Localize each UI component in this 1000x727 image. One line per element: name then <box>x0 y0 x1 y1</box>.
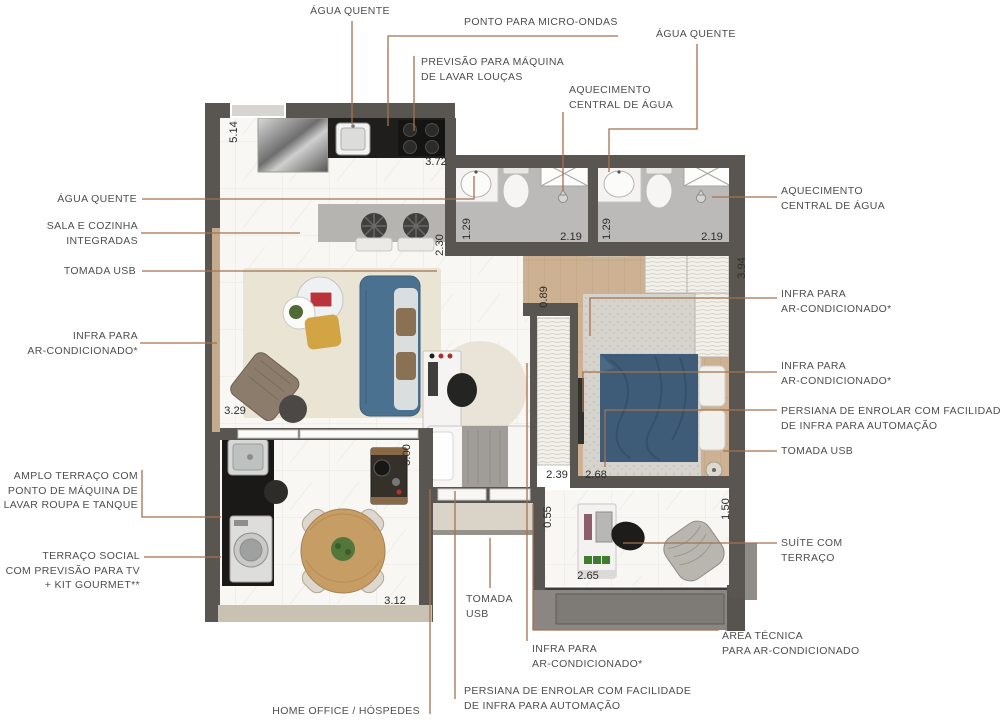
label-tomada-usb-right: TOMADA USB <box>781 445 854 457</box>
label-infra-ac-left: INFRA PARA AR-CONDICIONADO* <box>27 330 138 357</box>
label-previsao-lava-loucas: PREVISÃO PARA MÁQUINA DE LAVAR LOUÇAS <box>421 56 565 83</box>
dimension: 0.55 <box>542 506 554 528</box>
label-sala-cozinha: SALA E COZINHA INTEGRADAS <box>46 220 138 247</box>
laundry-tank-icon <box>227 438 269 476</box>
dimension: 0.89 <box>538 286 550 308</box>
dimension: 2.68 <box>585 469 607 481</box>
label-tomada-usb-bottom: TOMADA USB <box>466 593 513 620</box>
label-aquecimento-central-right: AQUECIMENTO CENTRAL DE ÁGUA <box>781 185 886 212</box>
sliding-door-icon <box>299 429 419 439</box>
tv-panel-icon <box>577 378 584 444</box>
kitchen-island-icon <box>318 204 448 252</box>
label-terraco-social: TERRAÇO SOCIAL COM PREVISÃO PARA TV + KI… <box>5 550 140 591</box>
gourmet-cabinet-icon <box>370 447 408 505</box>
ottoman-icon <box>304 314 342 350</box>
dimension: 5.14 <box>228 121 240 143</box>
suite-terrace <box>545 503 728 591</box>
leader-lines <box>140 21 777 714</box>
label-aquecimento-central-top: AQUECIMENTO CENTRAL DE ÁGUA <box>569 84 674 111</box>
label-agua-quente-top: ÁGUA QUENTE <box>310 5 390 17</box>
label-tomada-usb-left: TOMADA USB <box>63 265 136 277</box>
shower-head-icon <box>558 189 568 203</box>
lounge-chair-icon <box>663 520 725 582</box>
label-ponto-micro-ondas: PONTO PARA MICRO-ONDAS <box>464 16 618 28</box>
office-chair-icon <box>447 373 477 407</box>
sliding-door-icon <box>237 429 299 439</box>
dimension: 2.65 <box>577 570 599 582</box>
dimension: 1.29 <box>461 218 473 240</box>
label-infra-ac-right-2: INFRA PARA AR-CONDICIONADO* <box>781 360 892 387</box>
dimension: 3.12 <box>384 595 406 607</box>
home-office-room <box>422 350 532 489</box>
kitchen-sink-icon <box>335 122 371 156</box>
terrace <box>222 434 408 594</box>
technical-area <box>533 543 757 631</box>
dimension: 1.29 <box>601 218 613 240</box>
side-table-icon <box>279 395 307 423</box>
toilet-icon <box>502 164 530 209</box>
dimensions: 5.14 3.72 2.30 1.29 2.19 1.29 2.19 3.94 … <box>224 121 748 607</box>
dimension: 3.00 <box>401 444 413 466</box>
label-agua-quente-left: ÁGUA QUENTE <box>57 193 137 205</box>
closet-icon <box>536 317 571 466</box>
dining-set-icon <box>300 508 386 594</box>
books-icon <box>309 291 333 308</box>
sofa-icon <box>359 275 421 417</box>
shower-head-icon <box>696 189 706 203</box>
dimension: 2.19 <box>701 231 723 243</box>
desk-icon <box>422 350 462 432</box>
kitchen <box>257 117 450 252</box>
dimension: 3.29 <box>224 405 246 417</box>
dimension: 2.39 <box>546 469 568 481</box>
power-outlet-icon <box>705 461 723 479</box>
label-home-office: HOME OFFICE / HÓSPEDES <box>272 705 420 717</box>
openings <box>230 103 531 501</box>
desk-icon <box>577 503 617 579</box>
window-icon <box>230 103 286 118</box>
label-amplo-terraco: AMPLO TERRAÇO COM PONTO DE MÁQUINA DE LA… <box>3 470 138 511</box>
glossy-cabinet-icon <box>257 117 329 173</box>
dimension: 2.30 <box>434 234 446 256</box>
label-infra-ac-bottom: INFRA PARA AR-CONDICIONADO* <box>532 643 643 670</box>
plant-icon <box>331 537 355 561</box>
daybed-icon <box>426 425 532 489</box>
cooktop-icon <box>398 120 446 156</box>
roller-blind-icon <box>489 488 531 501</box>
dimension: 2.19 <box>560 231 582 243</box>
dimension: 3.94 <box>736 257 748 279</box>
label-infra-ac-right-1: INFRA PARA AR-CONDICIONADO* <box>781 288 892 315</box>
pot-icon <box>264 480 288 504</box>
label-persiana-bottom: PERSIANA DE ENROLAR COM FACILIDADE DE IN… <box>464 685 692 712</box>
living-room <box>230 275 421 423</box>
exterior-ledge <box>433 503 533 530</box>
label-suite-terraco: SUÍTE COM TERRAÇO <box>781 537 843 564</box>
label-agua-quente-top-right: ÁGUA QUENTE <box>656 28 736 40</box>
label-persiana-right: PERSIANA DE ENROLAR COM FACILIDADE DE IN… <box>781 405 1000 432</box>
washing-machine-icon <box>229 515 273 583</box>
roller-blind-icon <box>437 488 487 501</box>
toilet-icon <box>645 164 673 209</box>
dimension: 3.72 <box>425 156 447 168</box>
terrace-railing <box>218 605 432 622</box>
label-area-tecnica: ÁREA TÉCNICA PARA AR-CONDICIONADO <box>722 630 860 657</box>
dimension: 1.50 <box>720 498 732 520</box>
plant-icon <box>289 305 303 319</box>
